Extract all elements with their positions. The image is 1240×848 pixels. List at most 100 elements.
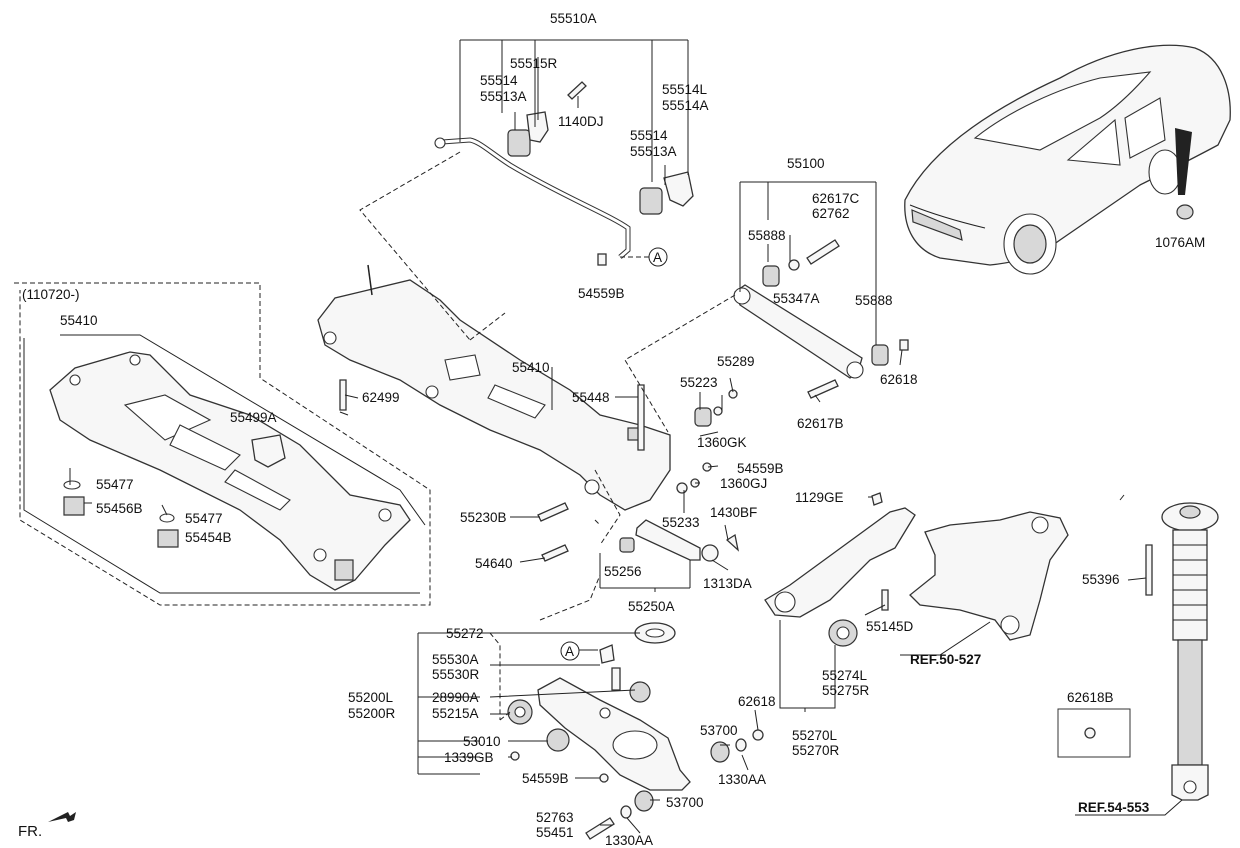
label-62617C: 62617C <box>812 191 860 206</box>
label-55530A: 55530A <box>432 652 479 667</box>
label-52763: 52763 <box>536 810 574 825</box>
label-1140DJ: 1140DJ <box>558 114 604 129</box>
label-55233: 55233 <box>662 515 700 530</box>
bolt-54640 <box>541 544 569 562</box>
label-54559B-top: 54559B <box>578 286 625 301</box>
lower-arm-55200 <box>537 677 691 791</box>
label-54559B-mid: 54559B <box>737 461 784 476</box>
link-55250A <box>619 519 740 562</box>
link-55530A <box>599 644 621 691</box>
marker-A-top: A <box>648 247 668 267</box>
label-55223: 55223 <box>680 375 718 390</box>
label-55515R: 55515R <box>510 56 558 71</box>
label-55514L: 55514L <box>662 82 708 97</box>
bushing-28990A <box>629 681 651 703</box>
label-55410-left: 55410 <box>60 313 98 328</box>
bolt-55396 <box>1145 544 1153 596</box>
label-55514A: 55514A <box>662 98 709 113</box>
marker-A-bottom: A <box>560 641 580 661</box>
label-62618-a: 62618 <box>880 372 918 387</box>
label-55396: 55396 <box>1082 572 1120 587</box>
label-1330AA-b: 1330AA <box>605 833 653 848</box>
label-55250A: 55250A <box>628 599 675 614</box>
bolt-55230B <box>537 502 569 522</box>
label-REF50-527: REF.50-527 <box>910 652 981 667</box>
label-110720: (110720-) <box>22 287 80 302</box>
label-55270R: 55270R <box>792 743 840 758</box>
label-1360GJ: 1360GJ <box>720 476 767 491</box>
box-62618B <box>1057 708 1131 758</box>
knuckle <box>909 511 1069 641</box>
label-55514-b: 55514 <box>630 128 668 143</box>
bolt-1140DJ <box>567 81 587 100</box>
marker-A-top-label: A <box>653 250 662 265</box>
label-55145D: 55145D <box>866 619 914 634</box>
label-FR: FR. <box>18 823 42 840</box>
bolt-55145D <box>881 589 889 611</box>
label-55513A-b: 55513A <box>630 144 677 159</box>
label-62618B: 62618B <box>1067 690 1114 705</box>
label-62499: 62499 <box>362 390 400 405</box>
bushing-55215A <box>507 699 533 725</box>
bushing-55454B <box>157 513 179 548</box>
label-53010: 53010 <box>463 734 501 749</box>
label-55256: 55256 <box>604 564 642 579</box>
nut-1339GB <box>510 751 520 761</box>
label-53700-a: 53700 <box>700 723 738 738</box>
label-1313DA: 1313DA <box>703 576 752 591</box>
bushing-55274L <box>828 619 858 647</box>
marker-A-bottom-label: A <box>565 644 574 659</box>
label-1330AA-a: 1330AA <box>718 772 766 787</box>
crossmember-55410-left <box>49 351 411 591</box>
leader-lines <box>14 39 1183 834</box>
label-55888-a: 55888 <box>748 228 786 243</box>
label-55451: 55451 <box>536 825 574 840</box>
label-55513A-a: 55513A <box>480 89 527 104</box>
label-62618-b: 62618 <box>738 694 776 709</box>
bushing-55456B <box>63 480 85 516</box>
label-54640: 54640 <box>475 556 513 571</box>
label-54559B-bottom: 54559B <box>522 771 569 786</box>
label-55274L: 55274L <box>822 668 868 683</box>
part-labels: 55510A 55515R 55514 55513A 1140DJ 55514L… <box>18 11 1205 848</box>
label-55200L: 55200L <box>348 690 394 705</box>
trailing-arm-55270 <box>764 494 1125 618</box>
label-1339GB: 1339GB <box>444 750 494 765</box>
label-1360GK: 1360GK <box>697 435 747 450</box>
shock-absorber <box>1161 502 1219 801</box>
label-55514-a: 55514 <box>480 73 518 88</box>
bolt-52763 <box>585 817 615 840</box>
label-28990A: 28990A <box>432 690 479 705</box>
bushing-53700-upper <box>710 729 764 763</box>
label-55477-b: 55477 <box>185 511 223 526</box>
nut-54559B-mid <box>676 462 712 494</box>
label-55272: 55272 <box>446 626 484 641</box>
label-55448: 55448 <box>572 390 610 405</box>
label-53700-b: 53700 <box>666 795 704 810</box>
label-62762: 62762 <box>812 206 850 221</box>
bushing-55513A-left <box>507 111 549 157</box>
label-55888-b: 55888 <box>855 293 893 308</box>
bolt-1129GE <box>871 492 883 506</box>
bushing-55888-upper <box>762 259 800 287</box>
label-REF54-553: REF.54-553 <box>1078 800 1150 815</box>
label-55215A: 55215A <box>432 706 479 721</box>
label-55456B: 55456B <box>96 501 143 516</box>
label-55510A: 55510A <box>550 11 597 26</box>
label-55275R: 55275R <box>822 683 870 698</box>
label-62617B: 62617B <box>797 416 844 431</box>
front-arrow-icon <box>48 812 76 822</box>
vehicle-illustration <box>904 44 1231 275</box>
label-1430BF: 1430BF <box>710 505 757 520</box>
label-55100: 55100 <box>787 156 825 171</box>
arm-55100 <box>733 284 864 379</box>
label-55454B: 55454B <box>185 530 232 545</box>
bolt-62617C <box>806 239 840 265</box>
stabilizer-bar <box>434 137 631 259</box>
label-1076AM: 1076AM <box>1155 235 1205 250</box>
bushing-53700-lower <box>620 790 654 819</box>
label-55530R: 55530R <box>432 667 480 682</box>
nut-54559B-top <box>597 253 607 266</box>
bolt-62499 <box>339 379 347 411</box>
